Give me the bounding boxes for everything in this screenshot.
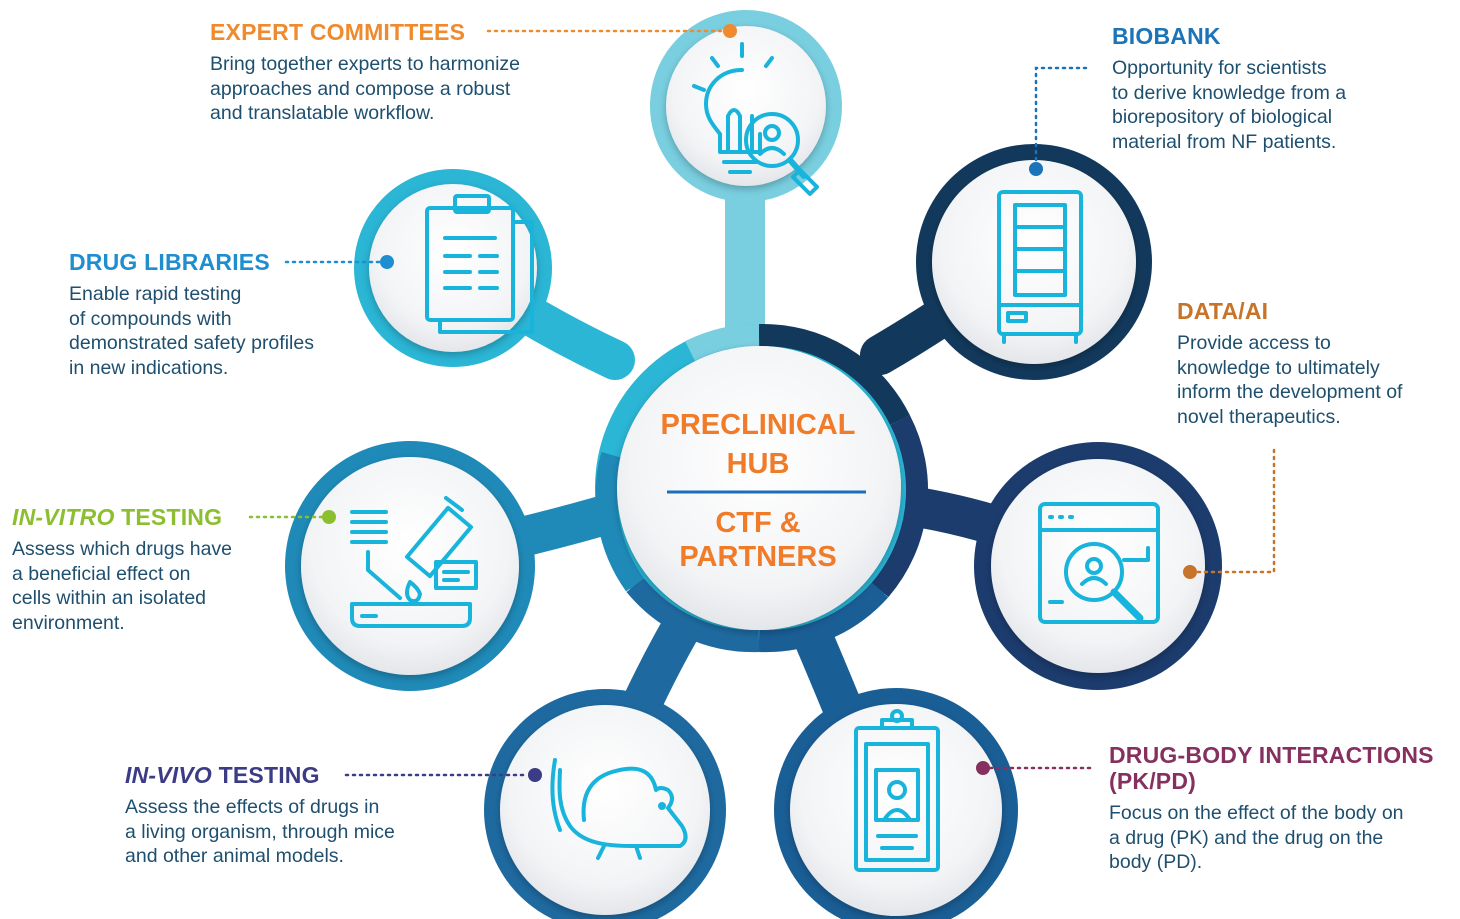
browser-search-icon	[1038, 502, 1160, 624]
data-ai-title: DATA/AI	[1177, 298, 1269, 324]
data-ai-desc-line: knowledge to ultimately	[1177, 356, 1380, 379]
biobank-title: BIOBANK	[1112, 23, 1221, 49]
satellite-in-vitro	[285, 441, 535, 691]
in-vivo-title-em: IN-VIVO	[125, 762, 213, 788]
data-ai-desc-line: novel therapeutics.	[1177, 405, 1341, 428]
pkpd-title-line: (PK/PD)	[1109, 768, 1197, 794]
leader-endpoints	[322, 24, 1197, 782]
expert-committees-desc-line: and translatable workflow.	[210, 102, 435, 124]
pkpd-desc-line: Focus on the effect of the body on	[1109, 802, 1404, 824]
hub-title-line2: HUB	[727, 448, 790, 480]
pkpd-block: DRUG-BODY INTERACTIONS (PK/PD) Focus on …	[1109, 742, 1434, 875]
in-vitro-desc-line: a beneficial effect on	[12, 562, 191, 585]
patient-card-icon	[854, 709, 940, 872]
drug-libraries-desc-line: of compounds with	[69, 307, 232, 330]
in-vitro-desc-line: Assess which drugs have	[12, 538, 233, 560]
expert-committees-desc-line: Bring together experts to harmonize	[210, 53, 521, 75]
expert-committees-block: EXPERT COMMITTEES Bring together experts…	[210, 19, 520, 126]
mouse-icon	[550, 758, 688, 860]
clipboard-list-icon	[425, 194, 534, 334]
pkpd-desc-line: a drug (PK) and the drug on the	[1109, 826, 1384, 849]
lightbulb-search-icon	[692, 42, 820, 197]
in-vivo-desc-line: Assess the effects of drugs in	[125, 796, 380, 818]
freezer-icon	[997, 190, 1083, 344]
satellite-in-vivo	[484, 689, 726, 919]
drug-libraries-desc-line: in new indications.	[69, 356, 229, 379]
in-vitro-title: IN-VITRO TESTING	[12, 504, 232, 530]
drug-libraries-desc-line: demonstrated safety profiles	[69, 332, 314, 354]
biobank-block: BIOBANK Opportunity for scientists to de…	[1112, 23, 1346, 154]
pkpd-title-line: DRUG-BODY INTERACTIONS	[1109, 742, 1434, 768]
in-vivo-block: IN-VIVO TESTING Assess the effects of dr…	[125, 762, 395, 869]
pkpd-desc-line: body (PD).	[1109, 851, 1203, 873]
in-vivo-title-rest: TESTING	[212, 762, 320, 788]
expert-committees-desc-line: approaches and compose a robust	[210, 77, 511, 100]
hub-ring	[595, 323, 929, 653]
biobank-desc-line: to derive knowledge from a	[1112, 81, 1347, 104]
drug-libraries-block: DRUG LIBRARIES Enable rapid testing of c…	[69, 249, 314, 380]
hub-subtitle-line2: PARTNERS	[679, 541, 836, 573]
data-ai-desc-line: Provide access to	[1177, 332, 1331, 354]
leader-data-ai	[1196, 446, 1276, 574]
hub-title-line1: PRECLINICAL	[661, 409, 856, 441]
biobank-desc-line: biorepository of biological	[1112, 106, 1333, 128]
in-vivo-desc-line: a living organism, through mice	[125, 820, 395, 843]
satellite-data-ai	[974, 442, 1222, 690]
pipette-dish-icon	[350, 496, 478, 628]
drug-libraries-title: DRUG LIBRARIES	[69, 249, 270, 275]
biobank-desc-line: material from NF patients.	[1112, 130, 1337, 153]
drug-libraries-desc-line: Enable rapid testing	[69, 283, 242, 305]
in-vitro-title-em: IN-VITRO	[12, 504, 115, 530]
satellite-drug-libraries	[354, 169, 552, 367]
expert-committees-title: EXPERT COMMITTEES	[210, 19, 466, 45]
in-vivo-title: IN-VIVO TESTING	[125, 762, 395, 788]
in-vitro-desc-line: environment.	[12, 611, 125, 634]
satellite-biobank	[916, 144, 1152, 380]
hub-subtitle-line1: CTF &	[715, 507, 800, 539]
in-vivo-desc-line: and other animal models.	[125, 845, 344, 867]
in-vitro-desc-line: cells within an isolated	[12, 587, 207, 609]
leader-biobank	[1034, 66, 1092, 169]
in-vitro-title-rest: TESTING	[114, 504, 223, 530]
data-ai-desc-line: inform the development of	[1177, 381, 1403, 403]
in-vitro-block: IN-VITRO TESTING Assess which drugs have…	[12, 504, 232, 635]
biobank-desc-line: Opportunity for scientists	[1112, 57, 1327, 79]
data-ai-block: DATA/AI Provide access to knowledge to u…	[1177, 298, 1402, 429]
